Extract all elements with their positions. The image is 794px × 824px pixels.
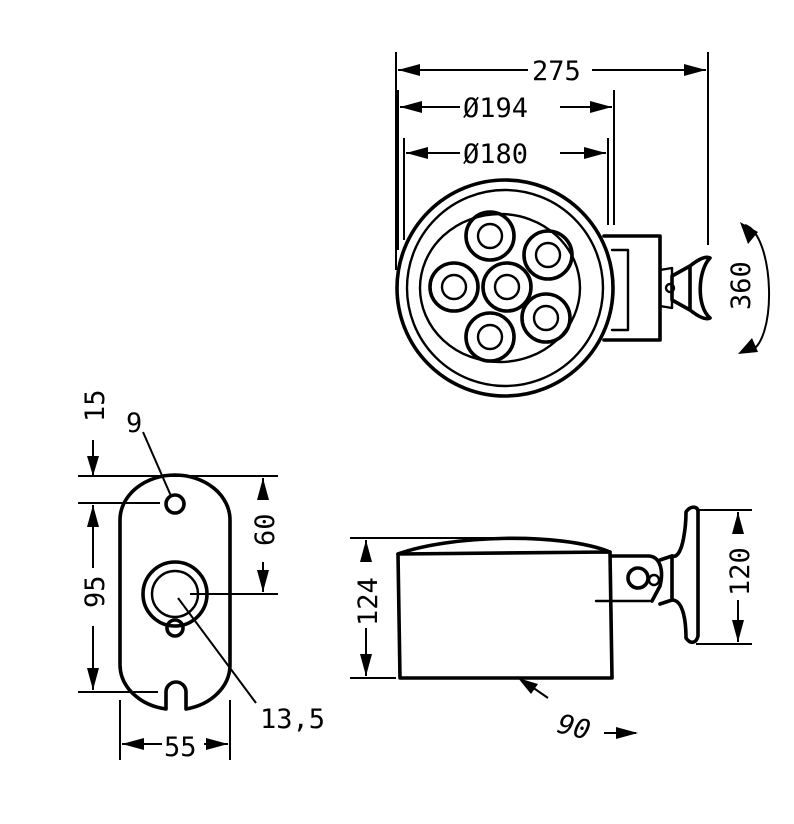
dim-bracket-height: 120 [725, 512, 756, 642]
housing-cover [396, 536, 612, 556]
dim-inner-diameter: Ø180 [406, 139, 606, 170]
label-hole-spacing: 60 [250, 513, 281, 546]
housing-outer-ring [395, 178, 615, 398]
label-rotation: 360 [726, 261, 757, 310]
housing-body [396, 550, 614, 680]
side-arm [610, 554, 664, 603]
mounting-plate-view: 15 95 60 9 [78, 389, 325, 763]
pivot-bolt [626, 566, 650, 590]
label-hole-small: 9 [126, 408, 142, 439]
label-hole-large: 13,5 [260, 704, 325, 735]
hole-large-outer [141, 560, 209, 628]
label-bracket-height: 120 [725, 547, 756, 596]
label-housing-height: 124 [353, 577, 384, 626]
dim-plate-width: 55 [119, 700, 231, 763]
front-view: 275 Ø194 Ø180 [395, 52, 770, 398]
label-outer-diameter: Ø194 [463, 93, 528, 124]
dim-outer-diameter: Ø194 [400, 93, 612, 124]
label-plate-width: 55 [164, 732, 197, 763]
label-tilt: 90 [554, 709, 593, 747]
dim-housing-height: 124 [353, 540, 384, 676]
hole-lower [165, 618, 185, 638]
side-view: 124 120 90 [350, 505, 756, 747]
wall-bracket [670, 505, 700, 645]
dim-hole-spacing: 60 [250, 478, 281, 592]
dim-tilt: 90 [518, 678, 638, 747]
dim-overall-length: 275 [398, 56, 706, 87]
mounting-arm [602, 234, 712, 342]
housing-inner-ring [405, 188, 605, 388]
dim-plate-height: 95 [80, 505, 111, 690]
hole-small [164, 493, 186, 515]
label-plate-height: 95 [80, 575, 111, 608]
label-overall-length: 275 [532, 56, 581, 87]
label-top-offset: 15 [80, 389, 111, 422]
plate-outline [118, 473, 232, 711]
dim-rotation: 360 [726, 222, 770, 354]
label-inner-diameter: Ø180 [463, 139, 528, 170]
hole-large-inner [150, 569, 200, 619]
led-modules [428, 210, 574, 363]
